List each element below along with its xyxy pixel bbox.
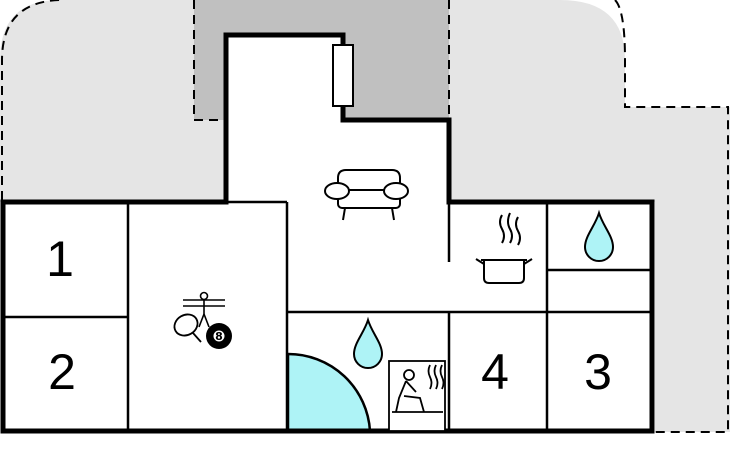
room-number-2: 2	[48, 344, 76, 400]
room-number-1: 1	[46, 231, 74, 287]
billiard-ball-number: 8	[215, 330, 223, 343]
sauna-icon	[388, 360, 446, 432]
pot-icon	[475, 212, 533, 284]
room-number-3: 3	[584, 344, 612, 400]
outdoor-terrace	[0, 0, 730, 432]
table-tennis-icon	[173, 313, 202, 343]
water-drop-icon	[352, 316, 384, 369]
pool-icon	[286, 352, 372, 433]
covered-terrace-outline	[193, 0, 450, 121]
billiard-ball-icon: 8	[206, 323, 232, 349]
outdoor-terrace-outline	[0, 0, 729, 433]
table-football-icon	[183, 291, 225, 328]
fireplace-icon	[332, 44, 354, 107]
covered-terrace	[194, 0, 449, 120]
interior-walls	[3, 200, 652, 431]
water-drop-icon	[583, 209, 615, 262]
sofa-icon	[324, 169, 409, 221]
room-number-4: 4	[481, 344, 509, 400]
house-interior	[3, 35, 652, 431]
